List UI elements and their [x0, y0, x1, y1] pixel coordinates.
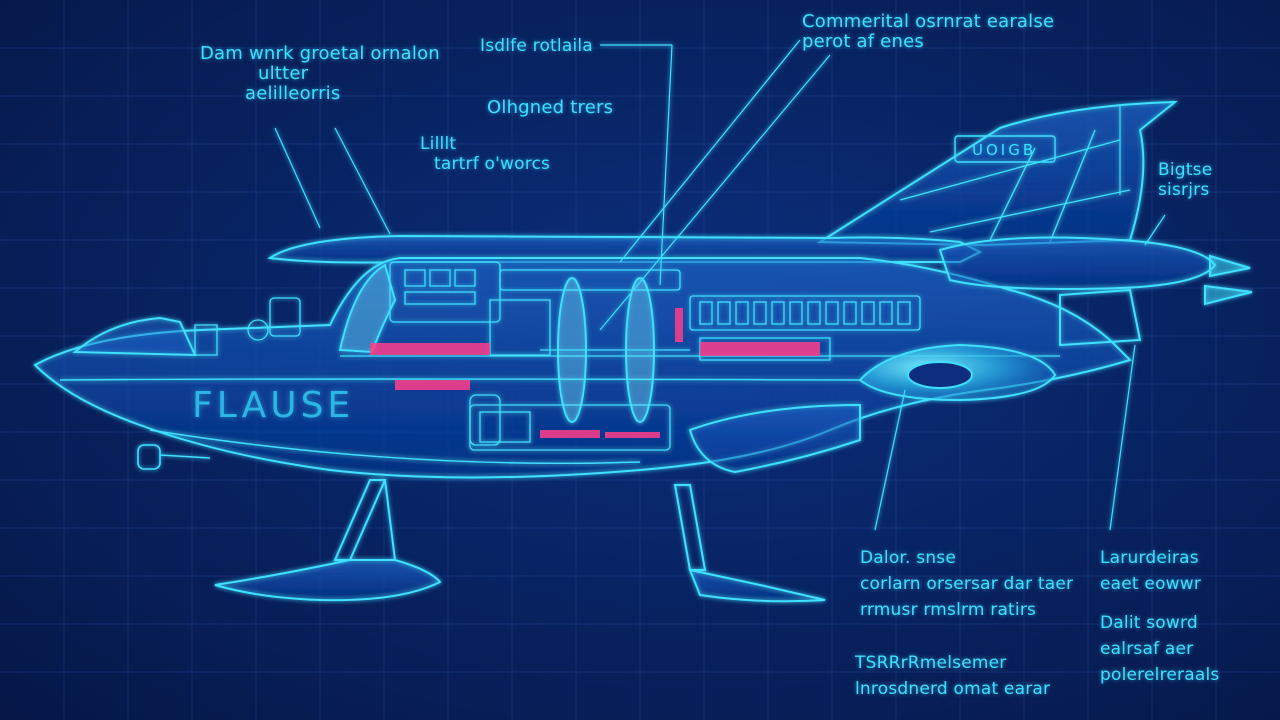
engine-nozzle [1204, 284, 1253, 306]
label-top-right: Commerital osrnrat earalse perot af enes [802, 11, 1055, 52]
canopy-window [338, 263, 397, 354]
hull-marking: FLAUSE [192, 385, 355, 426]
nose-probe [137, 444, 211, 470]
hull-keel-line [149, 429, 641, 465]
engine-nozzle [1209, 254, 1251, 278]
leader-lines [274, 39, 1166, 531]
cockpit-canopy [72, 316, 197, 357]
tail-fin-rib [929, 189, 1131, 233]
fin-badge-plate [954, 135, 1056, 163]
fin-badge: UOIGB [972, 141, 1037, 159]
accent-components [370, 308, 820, 438]
engine-pylon [1059, 288, 1142, 347]
tail-fin-rib [899, 139, 1121, 201]
engine-nacelle [938, 236, 1217, 290]
hull-waterline [59, 378, 861, 381]
label-top-center: Isdlfe rotlaila [480, 36, 593, 56]
landing-gear-rear [673, 484, 826, 603]
label-right-side: Bigtse sisrjrs [1158, 160, 1213, 200]
landing-gear-front [214, 479, 442, 602]
tail-fin-strut [1049, 129, 1096, 243]
label-bottom-center: Dalor. snse corlarn orsersar dar taer rr… [860, 548, 1074, 620]
label-top-left: Dam wnrk groetal ornalon ultter aelilleo… [200, 43, 440, 104]
label-mid-center: Olhgned trers [487, 97, 614, 118]
label-mid-left: Lilllt tartrf o'worcs [420, 134, 551, 174]
label-bottom-right-2: Dalit sowrd ealrsaf aer polerelreraals [1100, 613, 1220, 685]
tail-fin-strut [989, 147, 1036, 241]
upper-spine [267, 234, 983, 264]
label-bottom-center-2: TSRRrRmelsemer lnrosdnerd omat earar [855, 653, 1051, 699]
lower-fin [688, 403, 861, 474]
label-bottom-right: Larurdeiras eaet eowwr [1100, 548, 1202, 594]
interior-machinery [194, 261, 921, 451]
side-pod-port [907, 361, 973, 389]
